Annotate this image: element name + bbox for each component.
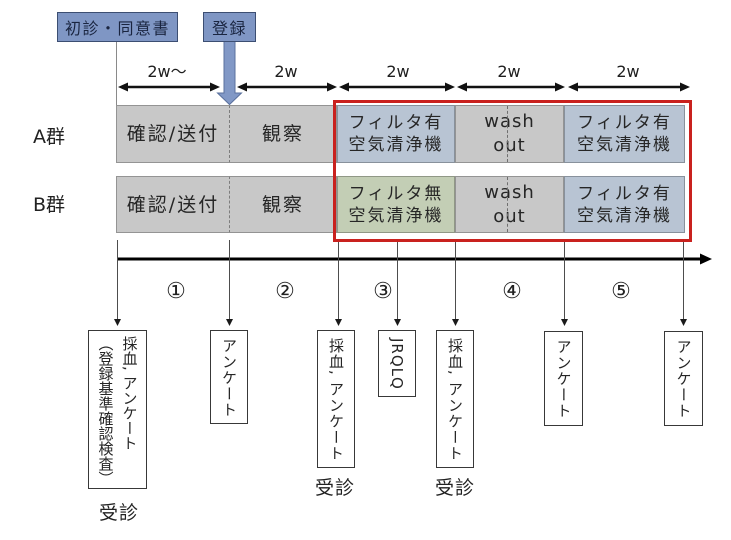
phase-cell-period-5-purifier: フィルタ有 空気清浄機 xyxy=(564,176,685,233)
cell-text: 観察 xyxy=(261,123,304,145)
cell-text-line-2: 空気清浄機 xyxy=(348,205,444,226)
event-text: JRQLQ xyxy=(388,338,406,390)
washout-divider-line xyxy=(507,106,508,162)
arrowhead-right-icon xyxy=(327,82,337,92)
registration-box: 登録 xyxy=(203,12,256,42)
cell-text-line-1: フィルタ有 xyxy=(348,113,444,133)
timeline-arrowhead-icon xyxy=(700,253,712,265)
event-text: アンケート xyxy=(220,338,238,418)
phase-cell-observation: 観察 xyxy=(229,105,337,163)
cell-text: 確認/送付 xyxy=(126,193,220,216)
period-3-label: ③ xyxy=(373,279,393,304)
phase-cell-confirm-send: 確認/送付 xyxy=(116,176,229,233)
cell-text-line-2: out xyxy=(493,205,526,227)
arrowhead-down-icon xyxy=(452,319,459,326)
visit-label: 受診 xyxy=(314,477,355,499)
event-text: アンケート xyxy=(554,339,573,419)
event-text-line-2: （登録基準確認検査） xyxy=(96,336,115,486)
event-text: 採血, アンケート xyxy=(446,338,464,462)
phase-cell-confirm-send: 確認/送付 xyxy=(116,105,229,163)
arrowhead-down-icon xyxy=(394,319,401,326)
cell-text: 観察 xyxy=(261,193,304,216)
duration-label-5: 2w xyxy=(616,62,640,81)
visit-label: 受診 xyxy=(434,477,475,499)
cell-text-line-2: out xyxy=(493,135,526,156)
arrowhead-down-icon xyxy=(561,319,568,326)
washout-divider-line xyxy=(507,177,508,232)
cell-text-line-1: フィルタ有 xyxy=(577,113,672,133)
crossover-highlight-frame xyxy=(333,100,692,242)
arrowhead-down-icon xyxy=(114,319,121,326)
duration-label-1: 2w〜 xyxy=(147,62,187,81)
cell-text-line-2: 空気清浄機 xyxy=(577,135,672,155)
cell-text-line-1: wash xyxy=(484,111,535,132)
event-box-questionnaire: アンケート xyxy=(664,331,703,426)
arrowhead-down-icon xyxy=(226,319,233,326)
cell-text-line-2: 空気清浄機 xyxy=(577,205,672,226)
duration-label-2: 2w xyxy=(274,62,298,81)
phase-cell-observation: 観察 xyxy=(229,176,337,233)
registration-label: 登録 xyxy=(211,19,247,38)
event-box-blood-questionnaire: 採血, アンケート xyxy=(436,330,474,468)
period-1-label: ① xyxy=(166,279,186,304)
arrowhead-down-icon xyxy=(335,319,342,326)
event-box-blood-questionnaire: 採血, アンケート xyxy=(317,330,355,468)
cell-text-line-1: フィルタ有 xyxy=(577,183,672,204)
cell-text-line-1: フィルタ無 xyxy=(348,183,444,204)
arrowhead-left-icon xyxy=(568,82,578,92)
arrowhead-left-icon xyxy=(237,82,247,92)
cell-text-line-1: wash xyxy=(484,181,535,203)
period-4-label: ④ xyxy=(502,279,522,304)
phase-cell-washout: wash out xyxy=(455,105,564,163)
first-visit-consent-label: 初診・同意書 xyxy=(64,19,170,38)
arrowhead-right-icon xyxy=(210,82,220,92)
visit-label: 受診 xyxy=(98,502,139,524)
first-visit-consent-box: 初診・同意書 xyxy=(57,12,178,42)
event-text: アンケート xyxy=(674,339,693,419)
cell-text: 確認/送付 xyxy=(126,123,220,145)
registration-down-arrow-icon xyxy=(216,40,243,106)
event-box-questionnaire: アンケート xyxy=(544,331,583,426)
duration-label-3: 2w xyxy=(386,62,410,81)
arrowhead-right-icon xyxy=(680,82,690,92)
phase-cell-washout: wash out xyxy=(455,176,564,233)
arrowhead-right-icon xyxy=(555,82,565,92)
group-b-label: B群 xyxy=(32,194,66,216)
group-a-label: A群 xyxy=(33,126,65,148)
event-box-screening: 採血, アンケート （登録基準確認検査） xyxy=(88,330,147,489)
event-box-jrqlq: JRQLQ xyxy=(378,330,416,397)
phase-cell-period-3-purifier: フィルタ有 空気清浄機 xyxy=(337,105,455,163)
duration-label-4: 2w xyxy=(497,62,521,81)
event-box-questionnaire: アンケート xyxy=(210,330,248,424)
arrowhead-left-icon xyxy=(457,82,467,92)
arrowhead-left-icon xyxy=(118,82,128,92)
event-text-line-1: 採血, アンケート xyxy=(120,336,139,451)
cell-text-line-2: 空気清浄機 xyxy=(348,135,444,155)
event-text: 採血, アンケート xyxy=(327,338,345,462)
period-5-label: ⑤ xyxy=(611,279,631,304)
arrowhead-right-icon xyxy=(445,82,455,92)
phase-cell-period-5-purifier: フィルタ有 空気清浄機 xyxy=(564,105,685,163)
arrowhead-down-icon xyxy=(680,319,687,326)
period-2-label: ② xyxy=(275,279,295,304)
phase-cell-period-3-purifier: フィルタ無 空気清浄機 xyxy=(337,176,455,233)
arrowhead-left-icon xyxy=(339,82,349,92)
